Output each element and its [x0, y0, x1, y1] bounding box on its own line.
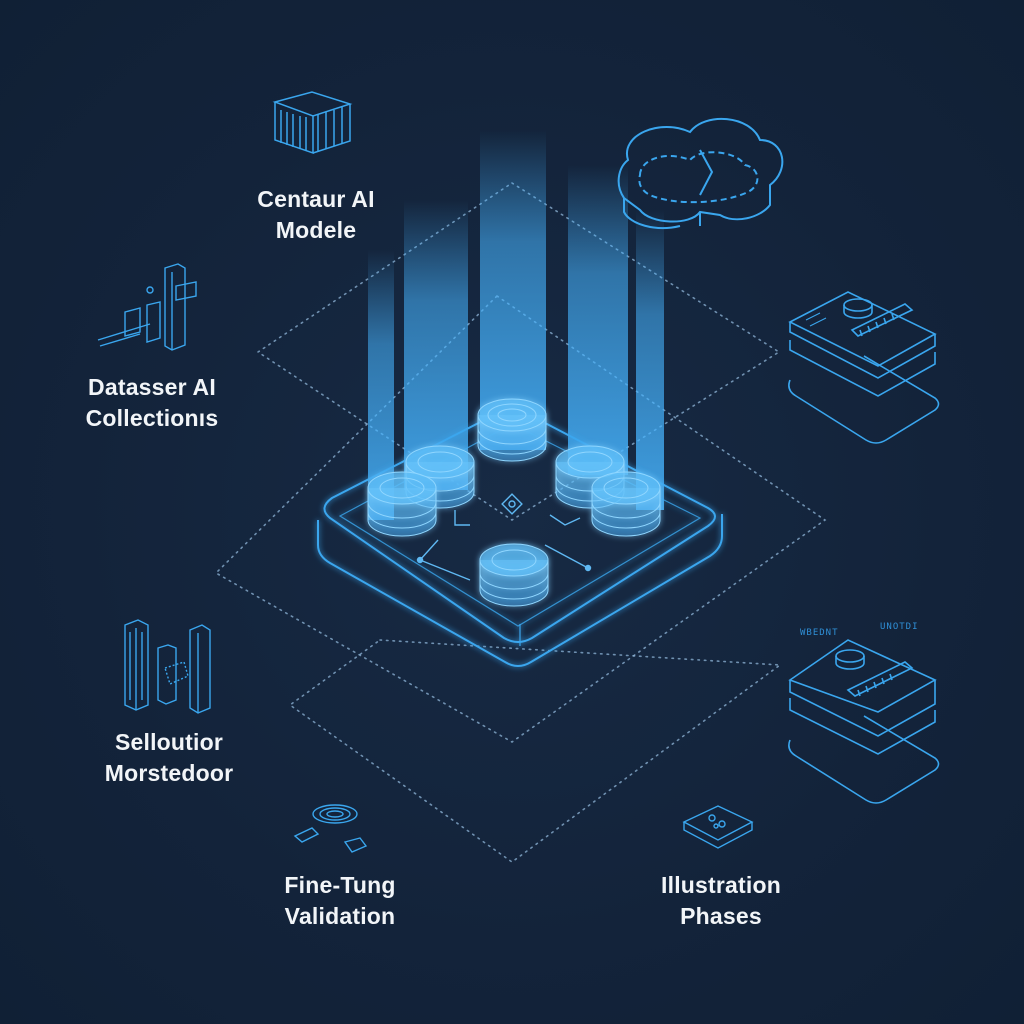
fingerprint-keys-icon	[293, 804, 368, 853]
disk-back	[477, 398, 547, 462]
label-centaur-line-2: Modele	[275, 217, 357, 243]
bar-structure-icon	[97, 263, 197, 351]
dotted-layer-middle	[214, 294, 827, 743]
disk-front	[479, 543, 549, 607]
cloud-link-icon	[617, 117, 784, 230]
label-datasets-line-2: Collectionıs	[85, 405, 219, 431]
data-disks	[367, 398, 661, 607]
label-centaur-ai-models: Centaur AI Modele	[236, 184, 396, 246]
chip-icon	[682, 805, 754, 849]
label-selloutior: Selloutior Morstedoor	[84, 727, 254, 789]
disk-right-front	[591, 471, 661, 537]
panel-stack-lower-icon	[788, 639, 940, 804]
dotted-layer-lower	[288, 639, 783, 863]
dotted-layer-upper	[256, 182, 781, 521]
disk-left-front	[367, 471, 437, 537]
panel-stack-upper-icon	[788, 291, 940, 444]
label-dataset-collections: Datasser AI Collectionıs	[64, 372, 240, 434]
panel-tag-right: UNOTDI	[880, 622, 919, 632]
tower-icon	[124, 619, 211, 714]
label-illustration-line-2: Phases	[680, 903, 762, 929]
label-selloutior-line-2: Morstedoor	[104, 760, 234, 786]
panel-tag-left: WBEDNT	[800, 628, 839, 638]
label-datasets-line-1: Datasser AI	[88, 374, 216, 400]
label-illustration-phases: Illustration Phases	[636, 870, 806, 932]
label-centaur-line-1: Centaur AI	[257, 186, 375, 212]
platform-connectors	[416, 493, 592, 581]
label-finetune-line-2: Validation	[284, 903, 396, 929]
label-illustration-line-1: Illustration	[661, 872, 781, 898]
label-fine-tuning-validation: Fine-Tung Validation	[262, 870, 418, 932]
light-beams	[368, 130, 664, 520]
label-selloutior-line-1: Selloutior	[114, 729, 224, 755]
label-finetune-line-1: Fine-Tung	[284, 872, 396, 898]
cube-stack-icon	[272, 91, 353, 155]
